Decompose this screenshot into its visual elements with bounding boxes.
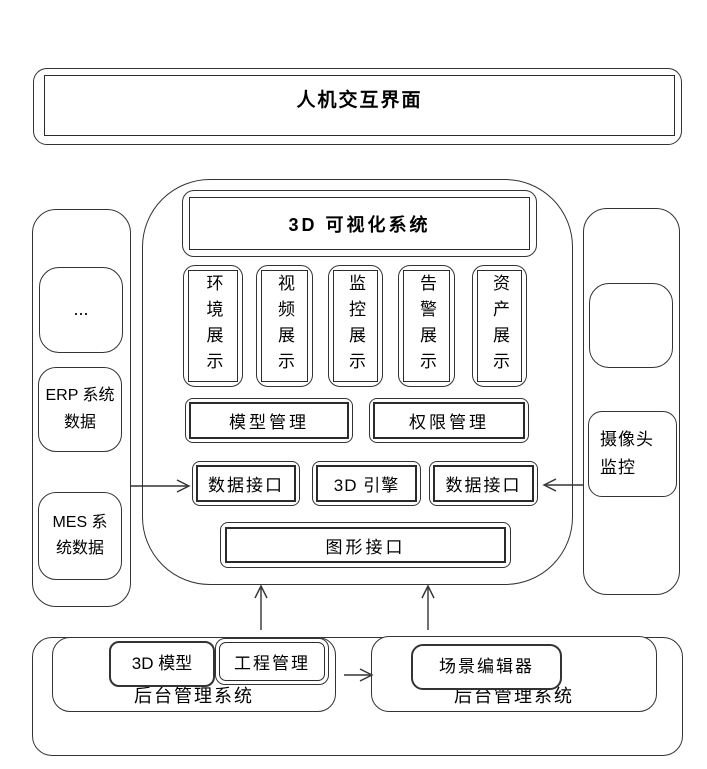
backend-right-label: 后台管理系统 xyxy=(454,686,574,706)
hmi-banner: 人机交互界面 xyxy=(33,68,682,145)
display-module-monitor: 监控展示 xyxy=(328,265,383,387)
display-module-asset: 资产展示 xyxy=(472,265,527,387)
camera-monitor-box: 摄像头监控 xyxy=(588,411,677,497)
module-scene-editor-box: 场景编辑器 xyxy=(411,644,562,690)
viz-title: 3D 可视化系统 xyxy=(288,214,431,235)
datasource-more-box: ... xyxy=(39,267,123,353)
permission-management-box: 权限管理 xyxy=(369,398,529,443)
data-interface-left-box: 数据接口 xyxy=(192,461,300,506)
module-project-mgmt-box: 工程管理 xyxy=(215,638,329,685)
display-module-alarm: 告警展示 xyxy=(398,265,455,387)
graphics-interface-box: 图形接口 xyxy=(220,522,511,568)
display-module-environment: 环境展示 xyxy=(183,265,243,387)
datasource-mes-box: MES 系统数据 xyxy=(38,492,122,580)
hmi-banner-label: 人机交互界面 xyxy=(296,90,423,111)
arrow-backend-right-up-icon xyxy=(421,584,435,630)
backend-left-label: 后台管理系统 xyxy=(134,686,254,706)
data-interface-right-box: 数据接口 xyxy=(429,461,538,506)
arrow-backend-left-up-icon xyxy=(254,584,268,630)
engine-3d-box: 3D 引擎 xyxy=(312,461,421,506)
datasource-erp-box: ERP 系统数据 xyxy=(38,367,122,452)
module-3d-model-box: 3D 模型 xyxy=(109,641,215,687)
viz-title-box: 3D 可视化系统 xyxy=(182,190,537,257)
model-management-box: 模型管理 xyxy=(185,398,353,443)
camera-placeholder-box xyxy=(589,283,673,368)
camera-panel xyxy=(583,208,680,595)
display-module-video: 视频展示 xyxy=(256,265,313,387)
